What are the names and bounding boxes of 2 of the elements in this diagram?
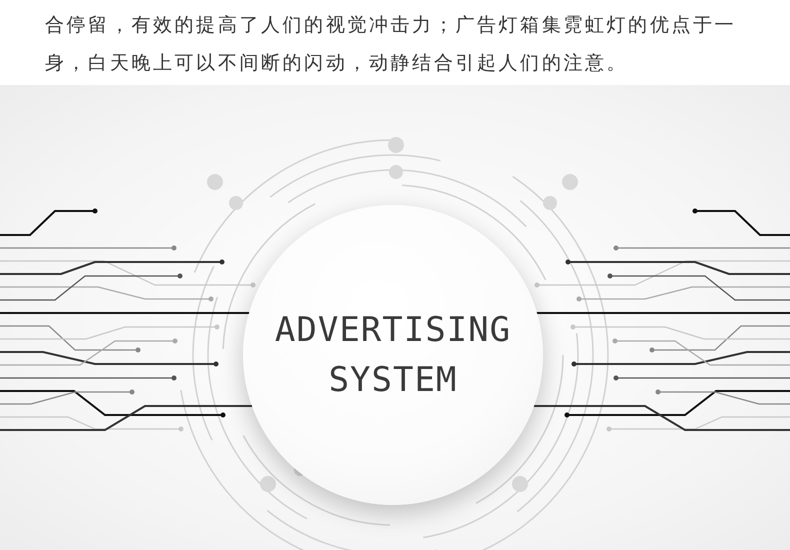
- circle-title: ADVERTISING SYSTEM: [274, 309, 512, 402]
- description-paragraph: 合停留，有效的提高了人们的视觉冲击力；广告灯箱集霓虹灯的优点于一身，白天晚上可以不间断的闪动，动静结合引起人们的注意。: [45, 13, 738, 76]
